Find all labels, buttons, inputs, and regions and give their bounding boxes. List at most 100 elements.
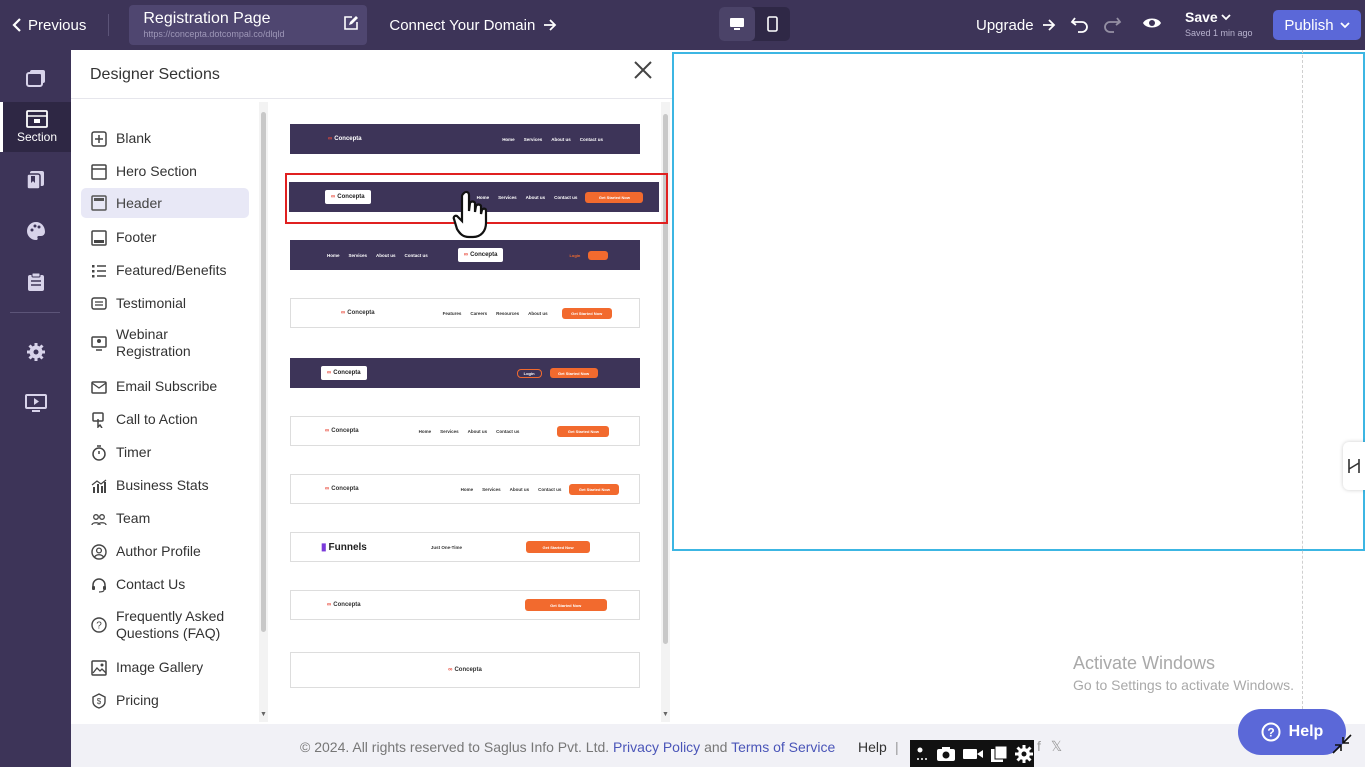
category-email-subscribe[interactable]: Email Subscribe — [81, 375, 249, 398]
mobile-view-button[interactable] — [755, 7, 791, 41]
template-tagline: Just One-Time — [430, 544, 463, 550]
category-image-gallery[interactable]: Image Gallery — [81, 656, 249, 679]
template-logo: ∞Concepta — [328, 136, 362, 142]
scrollbar-thumb[interactable] — [261, 112, 266, 632]
category-featured-benefits[interactable]: Featured/Benefits — [81, 259, 249, 282]
category-hero-section[interactable]: Hero Section — [81, 160, 249, 183]
category-label: Team — [116, 510, 151, 526]
category-scrollbar[interactable] — [259, 102, 268, 722]
preview-eye-icon[interactable] — [1142, 15, 1162, 31]
header-template-10[interactable]: ∞Concepta — [290, 652, 640, 688]
gear-icon[interactable] — [1014, 744, 1034, 764]
category-label-line2: Questions (FAQ) — [116, 625, 221, 641]
header-template-8[interactable]: ▮Funnels Just One-Time Get Started Now — [290, 532, 640, 562]
sidebar-elements-button[interactable] — [0, 164, 71, 196]
testimonial-icon — [90, 295, 107, 312]
category-label: Blank — [116, 130, 152, 146]
category-pricing[interactable]: $Pricing — [81, 689, 249, 712]
camera-icon[interactable] — [936, 746, 956, 762]
help-chat-button[interactable]: ? Help — [1238, 709, 1346, 755]
arrow-right-icon — [1042, 19, 1055, 31]
page-name-box[interactable]: Registration Page https://concepta.dotco… — [129, 5, 368, 45]
desktop-view-button[interactable] — [719, 7, 755, 41]
sidebar-pages-button[interactable] — [0, 60, 71, 96]
sidebar-theme-button[interactable] — [0, 215, 71, 247]
template-cta: Get Started Now — [526, 541, 591, 553]
chevron-down-icon — [1339, 22, 1350, 29]
selected-section-outline[interactable] — [672, 52, 1365, 551]
help-button-label: Help — [1288, 723, 1324, 740]
publish-button[interactable]: Publish — [1273, 10, 1361, 40]
right-panel-toggle[interactable] — [1343, 442, 1365, 490]
user-icon — [90, 543, 107, 560]
category-header[interactable]: Header — [81, 188, 249, 218]
template-logo: ∞Concepta — [457, 248, 504, 262]
resize-handle-icon — [1348, 459, 1360, 473]
template-scrollbar[interactable] — [661, 102, 670, 722]
previous-button[interactable]: Previous — [0, 0, 98, 50]
recorder-grip-icon[interactable] — [916, 746, 930, 762]
x-twitter-icon[interactable]: 𝕏 — [1050, 738, 1063, 754]
panel-title: Designer Sections — [90, 66, 220, 83]
save-menu[interactable]: Save Saved 1 min ago — [1185, 9, 1253, 38]
sidebar-section-button[interactable]: Section — [0, 102, 71, 152]
privacy-policy-link[interactable]: Privacy Policy — [613, 739, 701, 755]
close-icon[interactable] — [633, 60, 653, 80]
connect-domain-link[interactable]: Connect Your Domain — [389, 17, 557, 34]
scrollbar-thumb[interactable] — [663, 114, 668, 644]
category-timer[interactable]: Timer — [81, 441, 249, 464]
activate-windows-subtitle: Go to Settings to activate Windows. — [1073, 677, 1294, 693]
template-cta: Get Started Now — [569, 483, 620, 495]
category-label-line2: Registration — [116, 343, 191, 359]
minimize-arrows-icon[interactable] — [1331, 733, 1353, 755]
category-business-stats[interactable]: Business Stats — [81, 474, 249, 497]
left-sidebar: Section — [0, 50, 71, 767]
save-label: Save — [1185, 9, 1218, 25]
and-text: and — [704, 739, 728, 755]
scroll-down-arrow[interactable]: ▼ — [662, 711, 669, 718]
sidebar-divider — [10, 312, 60, 313]
sidebar-forms-button[interactable] — [0, 266, 71, 298]
copy-icon[interactable] — [990, 745, 1008, 763]
activate-windows-title: Activate Windows — [1073, 653, 1216, 673]
sidebar-present-button[interactable] — [0, 387, 71, 419]
video-icon[interactable] — [962, 747, 984, 761]
edit-icon[interactable] — [343, 15, 359, 31]
undo-icon[interactable] — [1070, 14, 1090, 34]
editor-canvas[interactable] — [672, 50, 1365, 724]
facebook-icon[interactable]: f — [1037, 738, 1041, 754]
redo-icon[interactable] — [1102, 14, 1122, 34]
category-call-to-action[interactable]: Call to Action — [81, 408, 249, 431]
category-author-profile[interactable]: Author Profile — [81, 540, 249, 563]
category-team[interactable]: Team — [81, 507, 249, 530]
category-contact-us[interactable]: Contact Us — [81, 573, 249, 596]
terms-link[interactable]: Terms of Service — [731, 739, 836, 755]
social-links: f 𝕏 — [1037, 738, 1062, 755]
category-label: Email Subscribe — [116, 378, 218, 394]
category-footer[interactable]: Footer — [81, 226, 249, 249]
device-switcher — [719, 7, 790, 41]
sidebar-section-label: Section — [16, 130, 58, 144]
template-logo: ∞Concepta — [448, 667, 482, 673]
category-testimonial[interactable]: Testimonial — [81, 292, 249, 315]
timer-icon — [90, 444, 107, 461]
upgrade-link[interactable]: Upgrade — [976, 0, 1056, 50]
screen-recorder-toolbar — [910, 740, 1034, 767]
previous-label: Previous — [28, 16, 87, 34]
scroll-down-arrow[interactable]: ▼ — [260, 711, 267, 718]
template-cta: Get Started Now — [585, 191, 644, 203]
header-template-5[interactable]: ∞Concepta Login Get Started Now — [290, 358, 640, 388]
footer-help-link[interactable]: Help — [858, 739, 887, 755]
header-template-9[interactable]: ∞Concepta Get Started Now — [290, 590, 640, 620]
category-label: Header — [116, 194, 162, 211]
category-blank[interactable]: Blank — [81, 127, 249, 150]
sidebar-settings-button[interactable] — [0, 336, 71, 368]
